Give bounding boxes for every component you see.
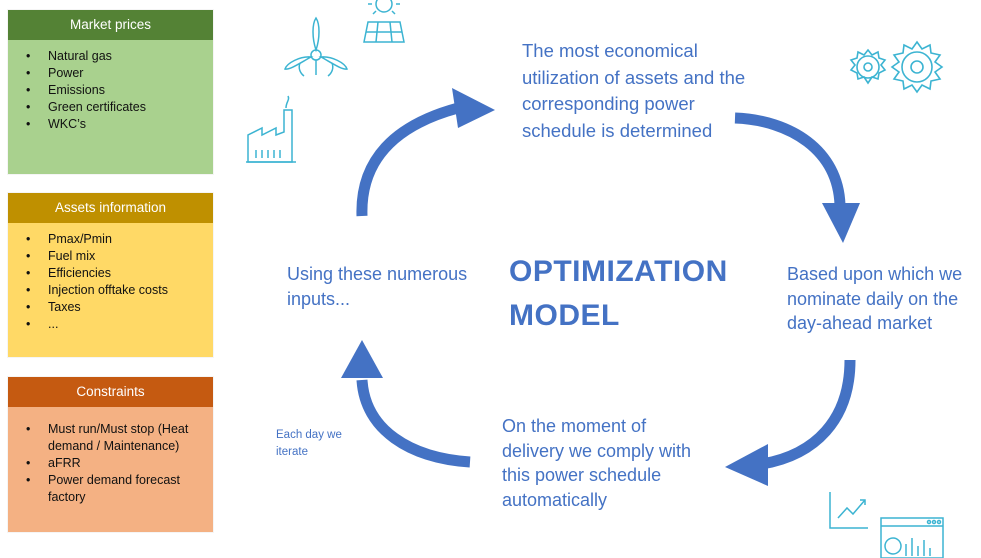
list-item: WKC’s xyxy=(26,116,203,133)
market-prices-list: Natural gas Power Emissions Green certif… xyxy=(26,48,203,133)
list-item: Green certificates xyxy=(26,99,203,116)
step-right-text: Based upon which we nominate daily on th… xyxy=(787,264,963,333)
list-item: Taxes xyxy=(26,299,203,316)
gears-icon xyxy=(849,40,944,94)
arrow-bottom-to-left xyxy=(341,340,471,468)
step-bottom-text: On the moment of delivery we comply with… xyxy=(502,416,692,510)
constraints-panel: Constraints Must run/Must stop (Heat dem… xyxy=(8,377,213,532)
dashboard-icon xyxy=(880,517,944,558)
iterate-note: Each day we iterate xyxy=(276,429,342,458)
assets-information-panel: Assets information Pmax/Pmin Fuel mix Ef… xyxy=(8,193,213,357)
market-prices-panel: Market prices Natural gas Power Emission… xyxy=(8,10,213,174)
arrow-top-to-right xyxy=(734,112,860,243)
list-item: Emissions xyxy=(26,82,203,99)
market-prices-title: Market prices xyxy=(8,10,213,40)
list-item: Pmax/Pmin xyxy=(26,231,203,248)
constraints-title: Constraints xyxy=(8,377,213,407)
solar-panel-icon xyxy=(363,0,405,43)
list-item: aFRR xyxy=(26,455,203,472)
list-item: Natural gas xyxy=(26,48,203,65)
step-top-text: The most economical utilization of asset… xyxy=(522,40,746,141)
list-item: Efficiencies xyxy=(26,265,203,282)
wind-turbine-icon xyxy=(284,16,348,77)
list-item: Must run/Must stop (Heat demand / Mainte… xyxy=(26,421,203,455)
constraints-list: Must run/Must stop (Heat demand / Mainte… xyxy=(26,421,203,506)
list-item: Fuel mix xyxy=(26,248,203,265)
list-item: ... xyxy=(26,316,203,333)
step-left-text: Using these numerous inputs... xyxy=(287,264,468,309)
arrow-left-to-top xyxy=(356,88,495,217)
arrow-right-to-bottom xyxy=(725,359,856,486)
list-item: Injection offtake costs xyxy=(26,282,203,299)
factory-icon xyxy=(246,95,296,163)
list-item: Power demand forecast factory xyxy=(26,472,203,506)
chart-icon xyxy=(829,492,868,529)
assets-information-list: Pmax/Pmin Fuel mix Efficiencies Injectio… xyxy=(26,231,203,333)
assets-information-title: Assets information xyxy=(8,193,213,223)
list-item: Power xyxy=(26,65,203,82)
optimization-model-title: OPTIMIZATION MODEL xyxy=(509,255,728,332)
